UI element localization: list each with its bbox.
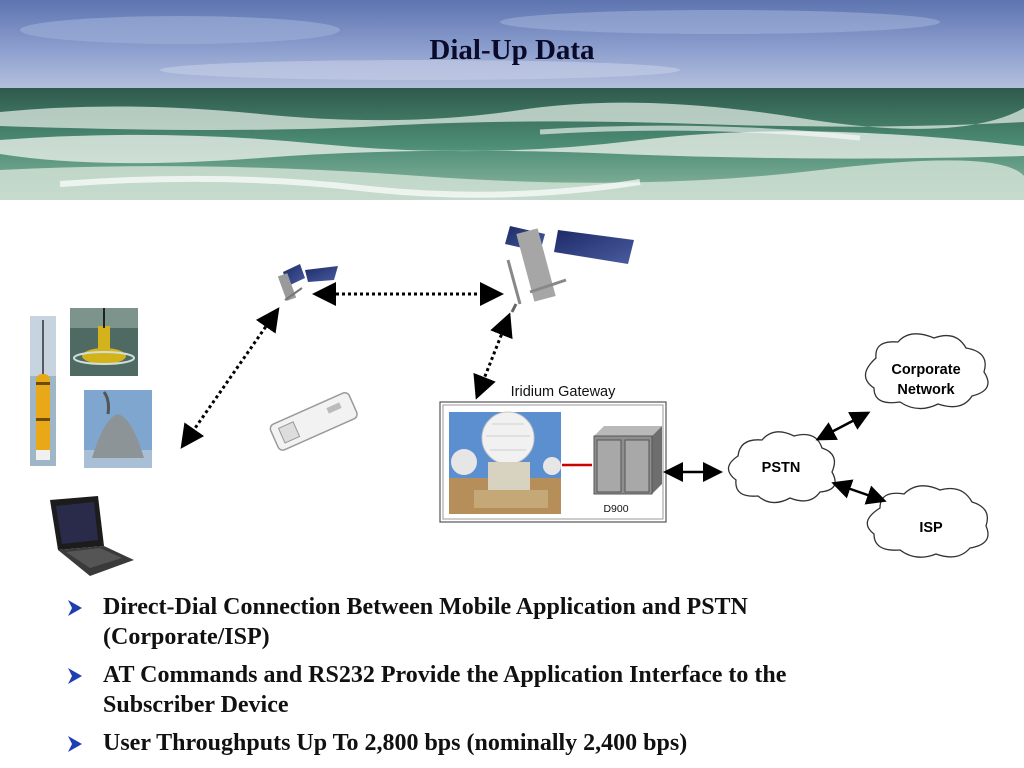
pstn-label: PSTN: [762, 460, 801, 476]
bullet-text-line1: User Throughputs Up To 2,800 bps (nomina…: [103, 730, 688, 756]
bullet-item: User Throughputs Up To 2,800 bps (nomina…: [66, 728, 966, 758]
bullet-text-line1: Direct-Dial Connection Between Mobile Ap…: [103, 594, 748, 620]
isp-label: ISP: [919, 520, 943, 536]
corporate-label-line1: Corporate: [891, 362, 960, 378]
bullet-text-line2: Subscriber Device: [103, 692, 289, 718]
bullet-text-line1: AT Commands and RS232 Provide the Applic…: [103, 662, 787, 688]
corporate-link-arrow: [815, 411, 871, 441]
bullet-item: Direct-Dial Connection Between Mobile Ap…: [66, 592, 966, 652]
gateway-link-arrow: [473, 312, 513, 400]
modem-icon: [269, 391, 358, 451]
laptop-icon: [50, 496, 134, 576]
switch-label: D900: [603, 503, 628, 515]
cloud-icon-corporate: Corporate Network: [864, 333, 989, 410]
gateway-label: Iridium Gateway: [511, 384, 617, 400]
downlink-arrow: [180, 307, 280, 449]
bullet-arrow-icon: [68, 736, 82, 752]
cloud-icon-pstn: PSTN: [727, 431, 836, 504]
isp-link-arrow: [831, 479, 887, 505]
sensor-dome-icon: [84, 390, 152, 468]
iridium-gateway: D900: [439, 401, 667, 523]
bullet-text-line2: (Corporate/ISP): [103, 624, 270, 650]
switch-rack-icon: [593, 426, 662, 495]
bullet-item: AT Commands and RS232 Provide the Applic…: [66, 660, 966, 720]
network-diagram: Iridium Gateway D900 PSTN: [30, 226, 989, 576]
satellite-icon-large: [505, 226, 634, 313]
ocean-banner: [0, 0, 1024, 200]
page-title: Dial-Up Data: [429, 34, 595, 66]
satellite-icon-small: [277, 264, 338, 301]
bullet-list: Direct-Dial Connection Between Mobile Ap…: [66, 592, 966, 766]
buoy-icon-float: [70, 308, 138, 376]
satellite-dish-icon: [449, 411, 561, 514]
corporate-label-line2: Network: [897, 382, 955, 398]
cloud-icon-isp: ISP: [866, 485, 989, 558]
ocean-photo: [0, 0, 1024, 200]
bullet-arrow-icon: [68, 668, 82, 684]
buoy-icon-tall: [30, 316, 56, 466]
bullet-arrow-icon: [68, 600, 82, 616]
